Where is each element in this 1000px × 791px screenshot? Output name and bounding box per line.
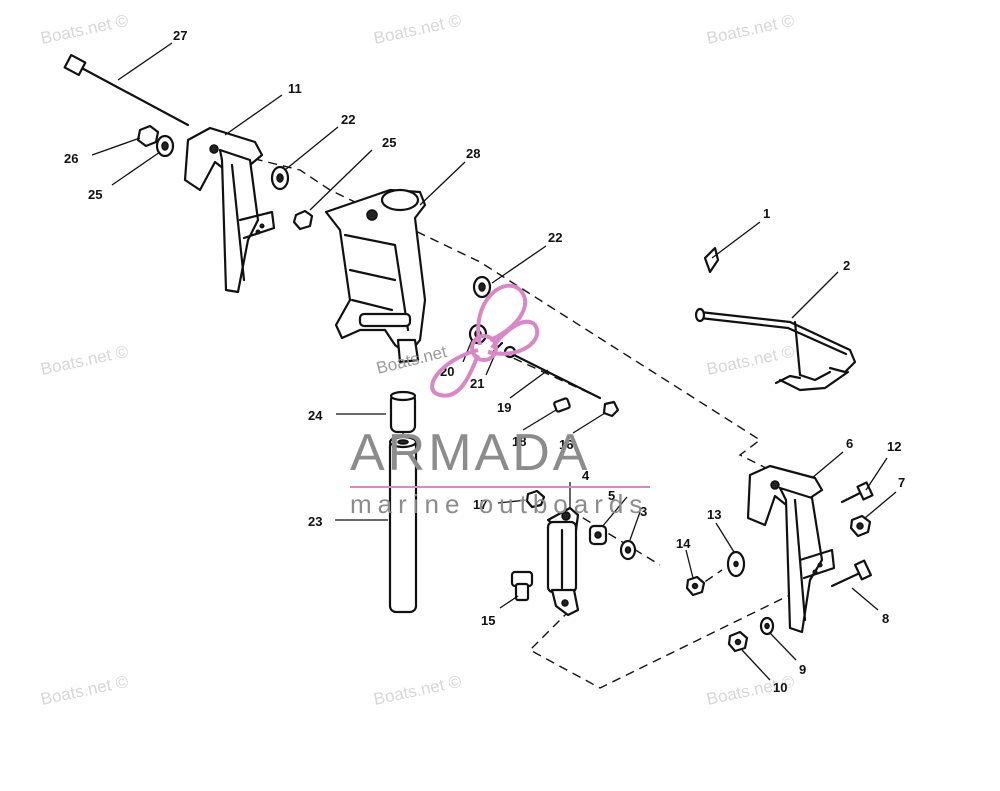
callout-9: 9 [799,662,806,677]
part-15-bolt [510,570,534,602]
part-9-washer [759,616,775,636]
watermark: Boats.net © [372,672,464,709]
callout-28: 28 [466,146,480,161]
callout-6: 6 [846,436,853,451]
callout-5: 5 [608,488,615,503]
armada-logo: Boats.net ARMADA marine outboards [350,283,650,519]
watermark: Boats.net © [39,11,131,48]
part-23-tube [388,435,418,614]
part-4-shock-absorber [546,506,580,617]
part-26-nut [136,124,160,148]
leader-lines [91,42,897,681]
part-18-fitting [553,397,571,413]
callout-21: 21 [470,376,484,391]
callout-3: 3 [640,504,647,519]
part-8-bolt [830,559,873,588]
callout-4: 4 [582,468,590,483]
callout-24: 24 [308,408,323,423]
part-7-nut [849,514,872,538]
part-10-nut [727,630,749,653]
watermark: Boats.net © [705,11,797,48]
watermark: Boats.net © [372,11,464,48]
part-24-bushing [389,390,417,434]
part-22-washer-right [472,275,492,299]
callout-18: 18 [512,434,526,449]
part-14-nut [685,575,706,597]
part-28-swivel-bracket [324,188,427,364]
callout-2: 2 [843,258,850,273]
callout-13: 13 [707,507,721,522]
callout-19: 19 [497,400,511,415]
part-6-right-clamp-bracket [746,464,836,634]
callout-1: 1 [763,206,770,221]
callout-25: 25 [88,187,102,202]
part-16-fitting [602,400,620,418]
part-1-clip [703,246,720,274]
part-19-shaft [503,345,602,400]
part-3-washer [619,539,637,561]
watermark: Boats.net © [705,342,797,379]
part-12-bolt [840,481,874,504]
watermark: Boats.net © [39,672,131,709]
callout-10: 10 [773,680,787,695]
part-5-bushing [588,524,608,546]
part-17-nut [525,489,546,509]
part-13-washer [726,550,746,578]
callout-labels: 27 11 26 25 22 25 28 1 2 22 20 21 19 24 … [64,28,905,695]
callout-22: 22 [548,230,562,245]
propeller-icon [430,283,540,398]
callout-23: 23 [308,514,322,529]
part-2-tilt-pin [694,307,857,392]
callout-14: 14 [676,536,691,551]
callout-26: 26 [64,151,78,166]
brand-tagline: marine outboards [350,489,648,519]
callout-16: 16 [559,437,573,452]
callout-7: 7 [898,475,905,490]
callout-27: 27 [173,28,187,43]
callout-11: 11 [288,81,302,96]
part-11-left-clamp-bracket [183,126,276,294]
callout-25: 25 [382,135,396,150]
part-27-long-bolt [63,53,190,127]
assembly-guides [209,147,801,689]
callout-22: 22 [341,112,355,127]
part-25-washer-left [155,134,175,158]
callout-17: 17 [473,497,487,512]
watermark: Boats.net © [39,342,131,379]
part-22-washer-left [270,165,290,191]
brand-name: ARMADA [350,424,590,482]
part-25-nut-middle [292,209,314,231]
callout-12: 12 [887,439,901,454]
callout-15: 15 [481,613,495,628]
callout-8: 8 [882,611,889,626]
